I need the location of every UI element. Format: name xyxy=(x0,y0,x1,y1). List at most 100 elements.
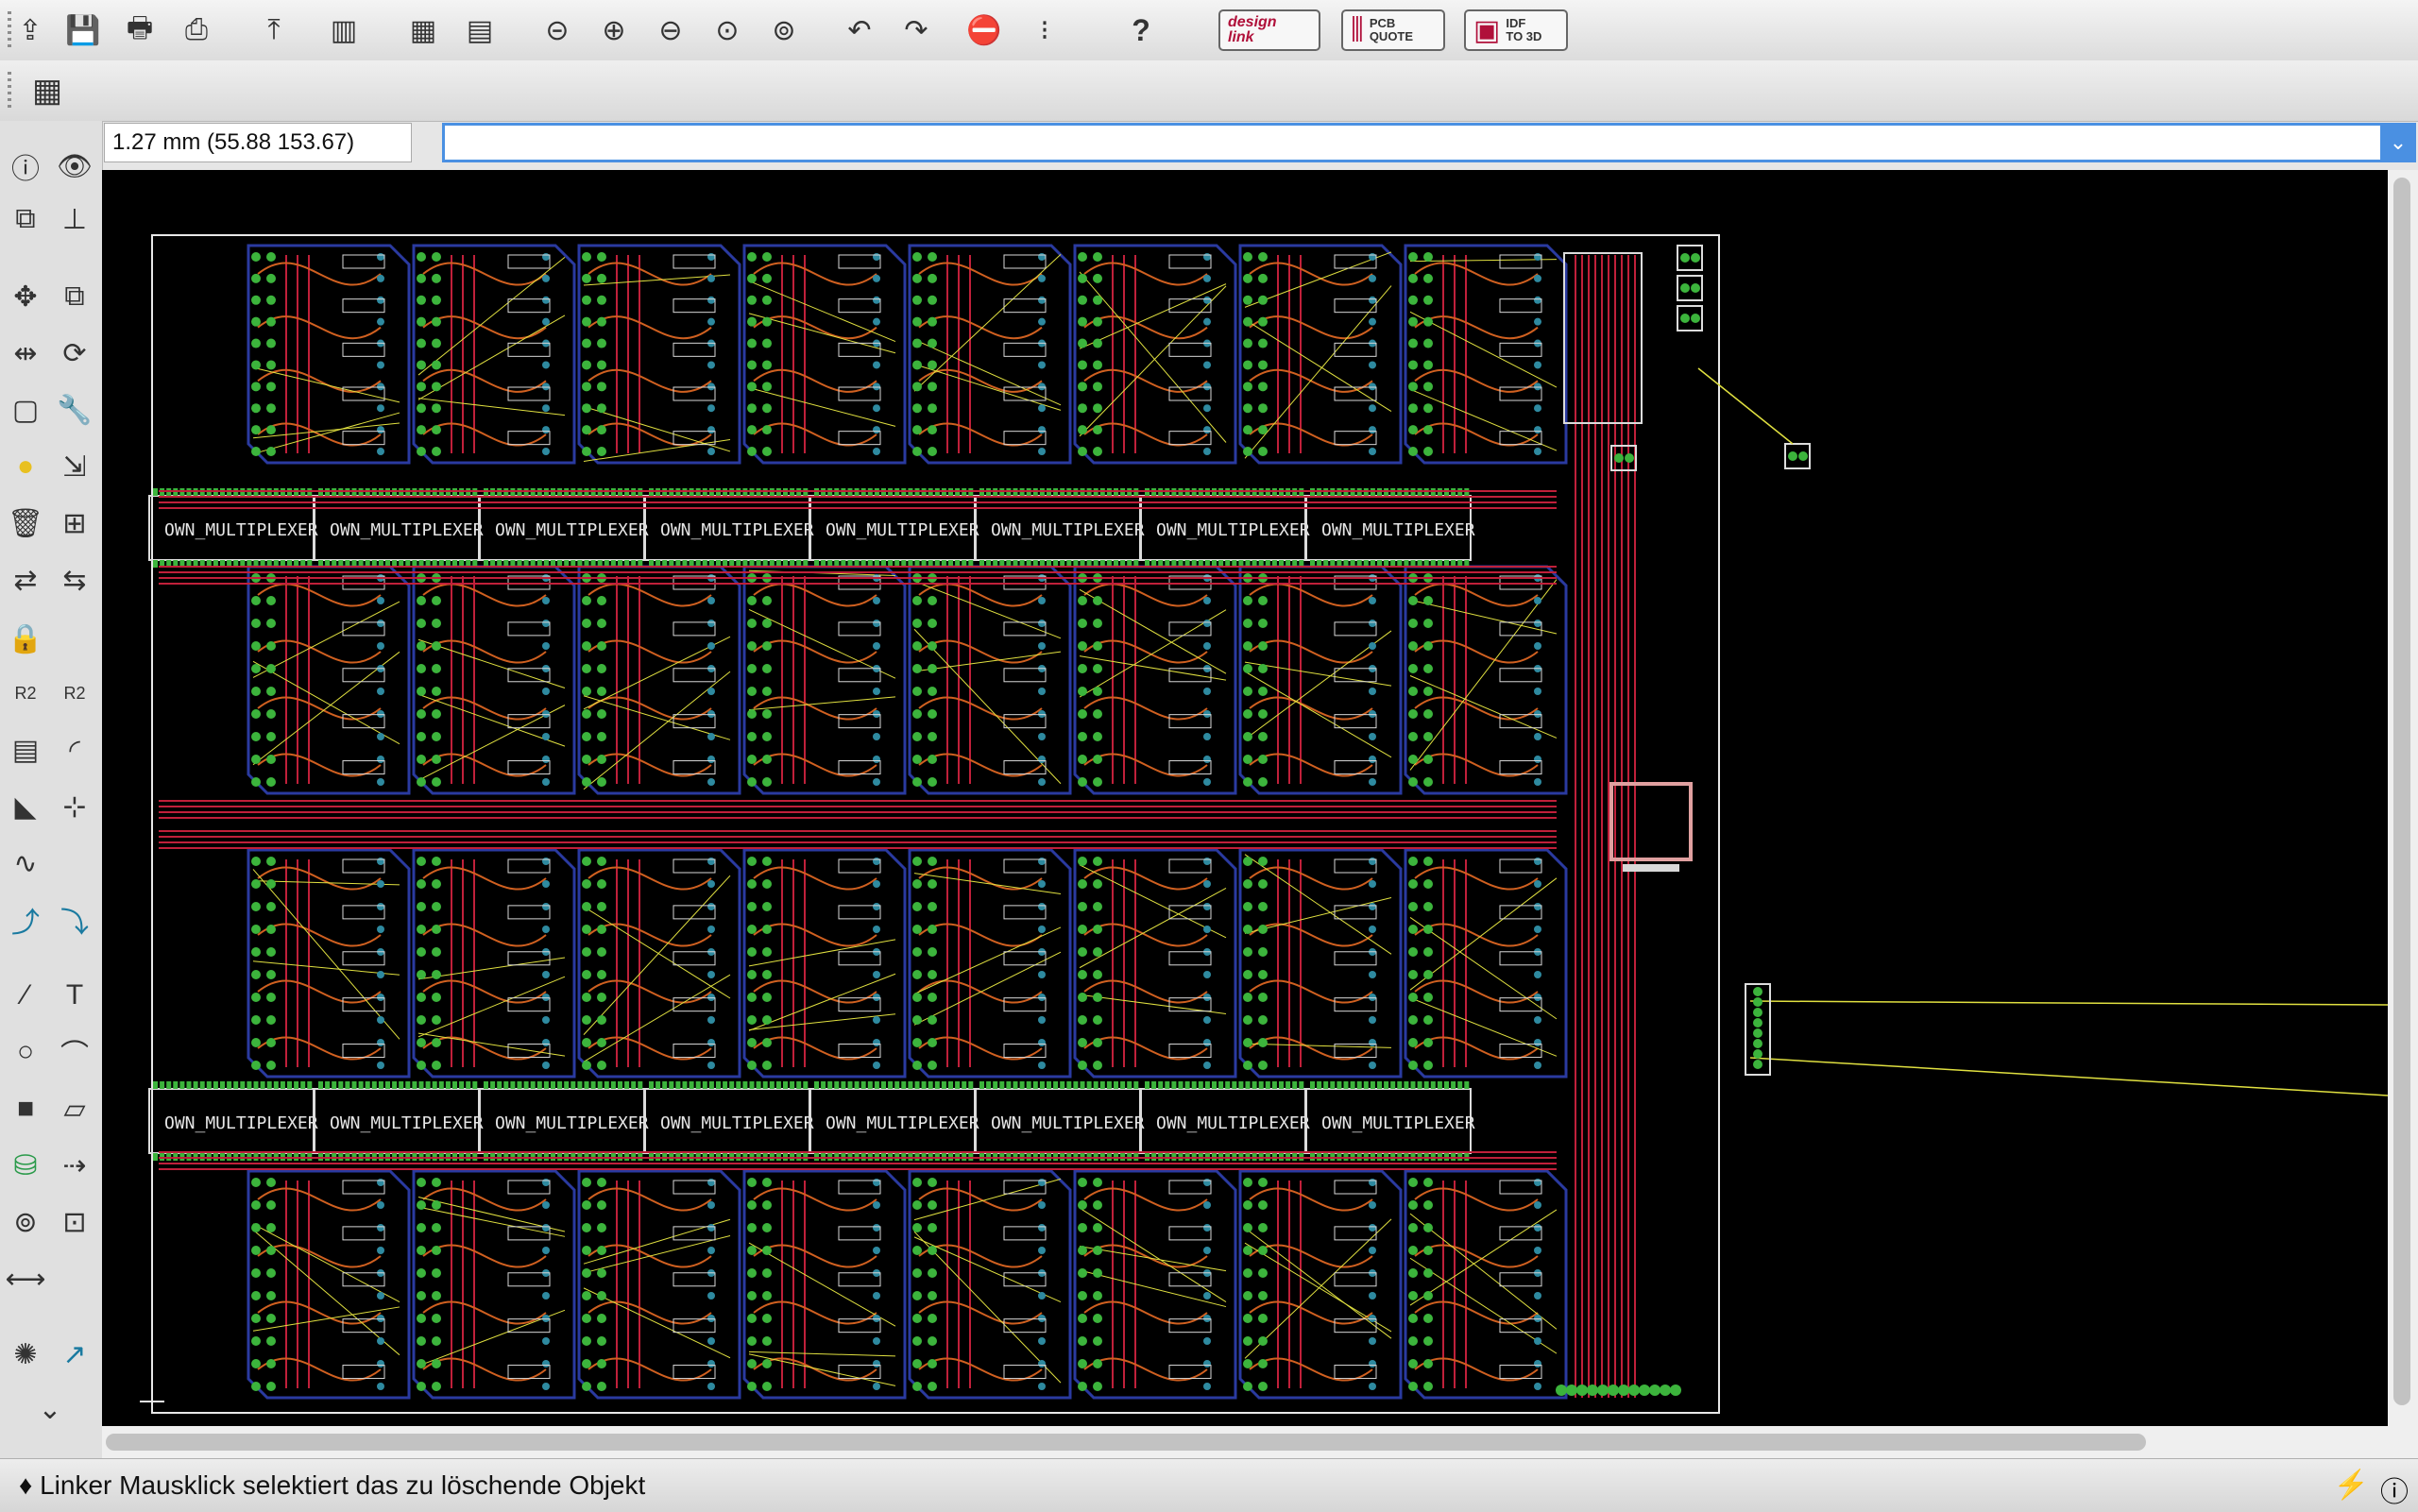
layers-icon[interactable]: ▥ xyxy=(330,14,358,46)
mux-pin xyxy=(1457,560,1463,568)
redo-icon[interactable]: ↷ xyxy=(904,14,928,46)
run-icon[interactable]: ▤ xyxy=(466,14,494,46)
autoroute-icon[interactable]: ⤵ xyxy=(60,908,89,939)
pad xyxy=(1243,664,1252,673)
rotate-icon[interactable]: ⟳ xyxy=(62,337,87,369)
pad xyxy=(1243,1200,1252,1210)
ratsnest-icon[interactable]: ✺ xyxy=(13,1338,38,1370)
grid-button[interactable]: ▦ xyxy=(31,73,63,109)
toolbar-grip[interactable] xyxy=(8,11,11,49)
lock-icon[interactable]: 🔒 xyxy=(8,622,43,654)
zoom-out-icon[interactable]: ⊖ xyxy=(658,14,683,46)
horizontal-scrollbar[interactable] xyxy=(102,1426,2418,1458)
ulp-icon[interactable]: ⤒ xyxy=(267,14,281,45)
chevron-down-icon[interactable]: ⌄ xyxy=(2380,123,2416,162)
auto-icon[interactable]: ↗ xyxy=(62,1338,87,1370)
horizontal-scroll-thumb[interactable] xyxy=(106,1434,2146,1451)
info-icon[interactable]: ⓘ xyxy=(11,154,40,185)
stop-icon[interactable]: ⛔ xyxy=(966,14,1002,46)
mux-pin xyxy=(1417,560,1422,568)
pad xyxy=(912,316,922,327)
mirror-icon[interactable]: ⇹ xyxy=(13,337,38,369)
attribute-icon[interactable]: ⊡ xyxy=(62,1206,87,1238)
pad xyxy=(1258,732,1268,741)
resistor-outline xyxy=(838,298,881,314)
pad xyxy=(928,925,937,934)
arc2-icon[interactable]: ⌒ xyxy=(60,1040,89,1071)
dimension-icon[interactable]: ⟷ xyxy=(5,1263,46,1295)
resistor-outline xyxy=(1003,1272,1047,1287)
pad xyxy=(1258,1382,1268,1391)
pad xyxy=(1258,619,1268,628)
lightning-icon[interactable]: ⚡ xyxy=(2333,1470,2369,1501)
zoom-fit-icon[interactable]: ⊝ xyxy=(545,14,570,46)
replace-icon[interactable]: ⇄ xyxy=(13,564,38,596)
show-icon[interactable]: 👁 xyxy=(56,150,94,182)
rect-icon[interactable]: ■ xyxy=(16,1093,35,1124)
hole-icon[interactable]: ⊚ xyxy=(13,1206,38,1238)
meander-icon[interactable]: ∿ xyxy=(13,847,38,879)
command-line-input[interactable] xyxy=(442,123,2382,162)
top-trace-curve xyxy=(1414,639,1539,664)
export-icon[interactable]: ⇪ xyxy=(18,14,43,46)
pad xyxy=(1078,664,1087,673)
via xyxy=(377,620,384,627)
print-icon[interactable]: 🖶 xyxy=(126,11,154,43)
move-icon[interactable]: ✥ xyxy=(13,280,38,313)
resistor-outline xyxy=(1334,858,1377,874)
route-icon[interactable]: ⤴ xyxy=(11,908,40,939)
smash-icon[interactable]: ● xyxy=(16,450,35,482)
resistor-outline xyxy=(1003,668,1047,683)
split-icon[interactable]: ▤ xyxy=(11,734,40,766)
vertical-scrollbar[interactable] xyxy=(2388,170,2418,1426)
chevron-down-icon[interactable]: ⌄ xyxy=(38,1393,62,1425)
pad xyxy=(1258,641,1268,651)
mux-row2-label: OWN_MULTIPLEXER xyxy=(826,1113,979,1133)
toolbar2-grip[interactable] xyxy=(8,72,11,110)
info-icon[interactable]: ⓘ xyxy=(2380,1477,2409,1508)
vertical-scroll-thumb[interactable] xyxy=(2393,178,2410,1405)
miter-icon[interactable]: ⇲ xyxy=(62,450,87,483)
top-trace-curve xyxy=(1414,368,1539,393)
pcb-quote-button[interactable]: ⫼ PCB QUOTE xyxy=(1341,9,1445,51)
idf-to-3d-button[interactable]: ▣ IDF TO 3D xyxy=(1464,9,1568,51)
help-icon[interactable]: ? xyxy=(1132,12,1150,47)
zoom-select-icon[interactable]: ⊙ xyxy=(715,14,740,46)
top-trace-curve xyxy=(1414,1244,1539,1268)
optimize-icon[interactable]: ◣ xyxy=(14,790,37,823)
undo-icon[interactable]: ↶ xyxy=(847,14,872,46)
change-icon[interactable]: ⇆ xyxy=(62,564,87,596)
zoom-in-icon[interactable]: ⊕ xyxy=(602,14,626,46)
design-link-button[interactable]: design link xyxy=(1218,9,1320,51)
circle-icon[interactable]: ○ xyxy=(16,1036,35,1067)
via xyxy=(873,296,880,304)
via-icon[interactable]: ⛁ xyxy=(13,1149,38,1181)
layer-icon[interactable]: ⧉ xyxy=(15,203,36,234)
zoom-last-icon[interactable]: ⊚ xyxy=(772,14,796,46)
polygon-icon[interactable]: ▱ xyxy=(63,1093,86,1125)
wrench-icon[interactable]: 🔧 xyxy=(57,394,93,426)
script-icon[interactable]: ▦ xyxy=(409,14,437,46)
group-icon[interactable]: ▢ xyxy=(11,394,40,426)
text-icon[interactable]: T xyxy=(65,979,84,1011)
copy-icon[interactable]: ⧉ xyxy=(64,280,85,312)
pad xyxy=(762,1314,772,1323)
cam-icon[interactable]: ⎙ xyxy=(185,14,208,45)
name-icon[interactable]: R2 xyxy=(14,683,37,703)
save-icon[interactable]: 💾 xyxy=(65,14,101,46)
add-icon[interactable]: ⊞ xyxy=(62,507,87,539)
pad xyxy=(747,970,757,979)
pad xyxy=(266,316,276,327)
delete-icon[interactable]: 🗑 xyxy=(7,507,44,539)
arc-icon[interactable]: ◜ xyxy=(69,734,80,766)
wire-icon[interactable]: ⁄ xyxy=(23,979,28,1011)
resistor-outline xyxy=(507,621,551,637)
ripup-icon[interactable]: ⊹ xyxy=(62,790,87,823)
mark-icon[interactable]: ⊥ xyxy=(61,203,88,235)
signal-icon[interactable]: ⇢ xyxy=(62,1149,87,1181)
go-icon[interactable]: ⁝ xyxy=(1040,14,1049,46)
resistor-outline xyxy=(1003,1226,1047,1241)
via xyxy=(377,1337,384,1345)
value-icon[interactable]: R2 xyxy=(63,683,86,703)
